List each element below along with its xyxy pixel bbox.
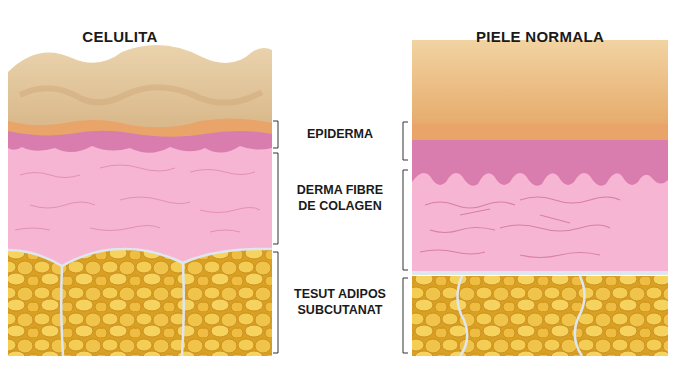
skin-surface [8,45,272,127]
skin-surface [412,40,668,124]
collagen-fibers [15,165,260,232]
collagen-fibers [420,197,620,258]
bracket [273,252,278,353]
panel-heading: PIELE NORMALA [470,28,611,45]
bracket [403,278,408,353]
normal-skin [412,40,668,356]
fibrous-septa [61,263,184,356]
panel-heading-box: CELULITA [76,28,164,49]
surface-shading [20,87,262,103]
dermis-border [8,249,272,266]
fat-layer [412,276,668,356]
layer-label: EPIDERMA [294,127,386,143]
bracket [273,153,278,244]
bracket [403,170,408,270]
panel-heading-box: PIELE NORMALA [470,28,611,49]
panel-heading: CELULITA [76,28,164,45]
fat-layer [8,249,272,356]
dermis-border [412,271,668,275]
layer-label: TESUT ADIPOS SUBCUTANAT [294,287,386,318]
bracket [273,121,278,148]
dermis [8,140,272,266]
layer-label: DERMA FIBRE DE COLAGEN [294,183,386,214]
fibrous-septa [457,276,584,356]
basal-layer [412,138,668,186]
bracket [403,122,408,160]
brackets [273,121,408,353]
cellulite-skin [8,45,272,356]
epidermis-band [412,122,668,140]
